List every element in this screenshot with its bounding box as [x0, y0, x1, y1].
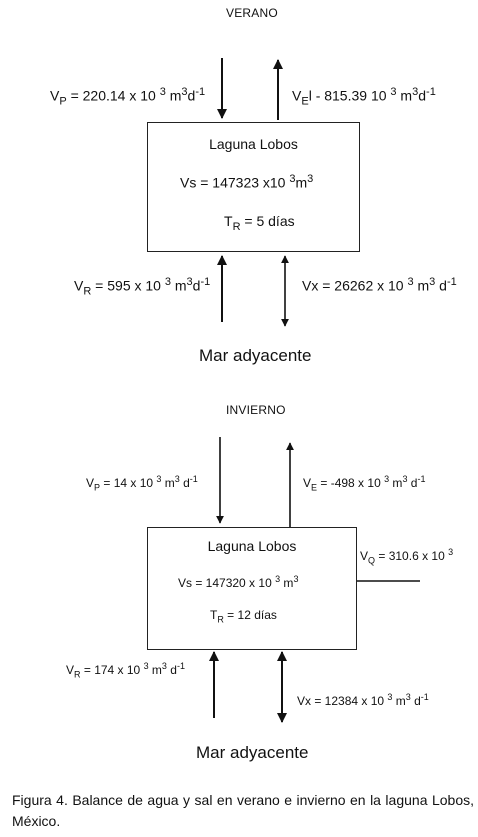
invierno-vr-label: VR = 174 x 10 3 m3 d-1 [66, 661, 185, 680]
invierno-residence-time: TR = 12 días [210, 608, 277, 625]
verano-vr-label: VR = 595 x 10 3 m3d-1 [74, 276, 211, 298]
verano-lagoon-name: Laguna Lobos [209, 136, 298, 152]
figure-caption: Figura 4. Balance de agua y sal en veran… [12, 792, 474, 829]
verano-vx-label: Vx = 26262 x 10 3 m3 d-1 [302, 276, 457, 294]
invierno-ve-label: VE = -498 x 10 3 m3 d-1 [303, 474, 426, 493]
invierno-lagoon-name: Laguna Lobos [207, 538, 297, 554]
invierno-vx-label: Vx = 12384 x 10 3 m3 d-1 [297, 692, 429, 708]
verano-lagoon-box: Laguna Lobos Vs = 147323 x10 3m3 TR = 5 … [147, 122, 360, 252]
verano-sea-label: Mar adyacente [199, 346, 312, 365]
invierno-volume: Vs = 147320 x 10 3 m3 [178, 574, 299, 590]
invierno-lagoon-box: Laguna Lobos Vs = 147320 x 10 3 m3 TR = … [147, 527, 357, 650]
verano-ve-label: VEl - 815.39 10 3 m3d-1 [292, 86, 436, 108]
verano-residence-time: TR = 5 días [224, 213, 295, 233]
invierno-vp-label: VP = 14 x 10 3 m3 d-1 [86, 474, 198, 493]
invierno-title: INVIERNO [226, 403, 286, 417]
invierno-sea-label: Mar adyacente [196, 743, 309, 762]
verano-vp-label: VP = 220.14 x 10 3 m3d-1 [50, 86, 206, 108]
invierno-vq-label: VQ = 310.6 x 10 3 [360, 547, 454, 566]
verano-volume: Vs = 147323 x10 3m3 [180, 173, 314, 191]
verano-title: VERANO [226, 6, 278, 20]
